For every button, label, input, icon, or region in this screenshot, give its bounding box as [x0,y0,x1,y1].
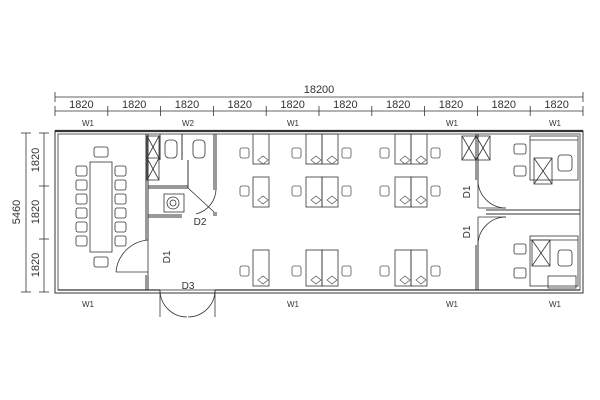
chair [379,147,390,159]
module-dimension-label: 1820 [333,99,357,111]
overall-dimension-label: 18200 [304,84,335,96]
desk [321,249,339,287]
height-module-label: 1820 [30,253,42,277]
module-dimension-label: 1820 [122,99,146,111]
desk [252,249,270,287]
desk [321,133,339,165]
door-label-d3: D3 [182,281,195,292]
workstations [239,133,441,287]
interior-walls [145,134,580,290]
chair [341,147,352,159]
meeting-table [89,146,113,268]
executive-offices [513,135,579,287]
module-dimension-label: 1820 [228,99,252,111]
module-dimension-label: 1820 [544,99,568,111]
swivel-chair [310,155,322,165]
toilet-fixtures [163,139,206,213]
swivel-chair [257,195,269,205]
module-dimensions: 1820 1820 1820 1820 1820 1820 1820 1820 1820 1820 [54,99,584,116]
wall-label: W1 [287,300,300,309]
chair [379,185,390,197]
swivel-chair [310,195,322,205]
chair [75,235,88,247]
wall-label: W2 [182,119,195,128]
module-dimension-label: 1820 [280,99,304,111]
swivel-chair [326,275,338,285]
door-label-d1: D1 [162,250,173,263]
module-dimension-label: 1820 [386,99,410,111]
chair [291,265,302,277]
swivel-chair [326,195,338,205]
swivel-chair [415,195,427,205]
desk [410,133,428,165]
chair [75,207,88,219]
desk [410,176,428,208]
doors [115,179,507,318]
swivel-chair [399,155,411,165]
swivel-chair [415,155,427,165]
swivel-chair [399,195,411,205]
chair [430,147,441,159]
chair [75,179,88,191]
cabinets [146,135,553,267]
meeting-chairs [75,165,127,247]
door-label-d1: D1 [462,185,473,198]
chair [114,221,127,233]
swivel-chair [310,275,322,285]
module-dimension-label: 1820 [439,99,463,111]
chair [114,193,127,205]
overall-dimension [54,92,584,102]
door-label-d1: D1 [462,225,473,238]
module-dimension-label: 1820 [69,99,93,111]
desk [394,133,412,165]
wall-label: W1 [82,300,95,309]
desk [410,249,428,287]
desk [394,249,412,287]
module-dimension-label: 1820 [175,99,199,111]
wall-label: W1 [446,119,459,128]
chair [239,265,250,277]
swivel-chair [326,155,338,165]
door-label-d2: D2 [194,217,207,228]
desk [252,133,270,165]
height-module-label: 1820 [30,148,42,172]
desk [305,133,323,165]
height-total-label: 5460 [11,200,23,224]
chair [75,165,88,177]
chair [114,165,127,177]
chair [75,193,88,205]
desk [305,249,323,287]
exterior-walls [54,129,584,294]
swivel-chair [399,275,411,285]
chair [379,265,390,277]
chair [341,185,352,197]
height-module-label: 1820 [30,200,42,224]
chair [430,185,441,197]
shelf [547,275,577,289]
desk [321,176,339,208]
wall-label: W1 [82,119,95,128]
chair [291,147,302,159]
height-dimension [21,132,49,293]
wall-label: W1 [549,119,562,128]
module-dimension-label: 1820 [492,99,516,111]
chair [239,185,250,197]
swivel-chair [415,275,427,285]
wall-label: W1 [287,119,300,128]
chair [430,265,441,277]
chair [291,185,302,197]
chair [75,221,88,233]
wall-label: W1 [446,300,459,309]
swivel-chair [257,275,269,285]
chair [114,207,127,219]
chair [239,147,250,159]
chair [114,179,127,191]
chair [114,235,127,247]
swivel-chair [257,155,269,165]
desk [252,176,270,208]
chair [341,265,352,277]
wall-label: W1 [549,300,562,309]
